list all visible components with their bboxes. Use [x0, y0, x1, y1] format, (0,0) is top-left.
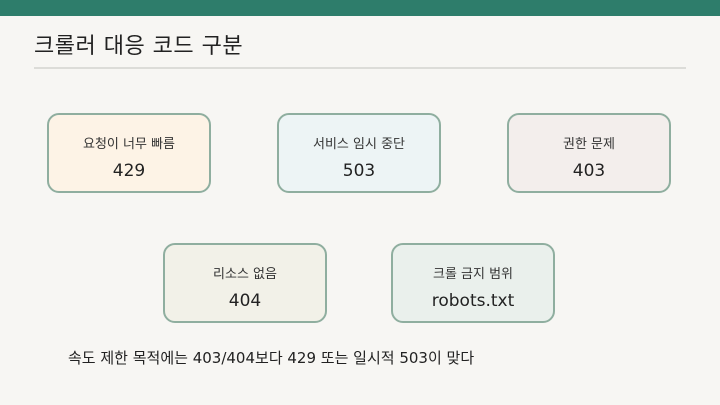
- slide-title: 크롤러 대응 코드 구분: [34, 34, 244, 59]
- card-value: 404: [228, 291, 262, 311]
- accent-bar: [0, 0, 720, 16]
- card-value: 429: [112, 161, 146, 181]
- card-label: 크롤 금지 범위: [432, 267, 514, 282]
- card-value: 503: [342, 161, 376, 181]
- card-label: 서비스 임시 중단: [313, 137, 405, 152]
- card-403: 권한 문제 403: [507, 113, 671, 193]
- title-divider: [34, 67, 686, 69]
- card-value: 403: [572, 161, 606, 181]
- card-429: 요청이 너무 빠름 429: [47, 113, 211, 193]
- card-label: 요청이 너무 빠름: [83, 137, 175, 152]
- card-label: 리소스 없음: [213, 267, 277, 282]
- card-value: robots.txt: [431, 291, 515, 311]
- footer-note: 속도 제한 목적에는 403/404보다 429 또는 일시적 503이 맞다: [68, 349, 475, 367]
- card-503: 서비스 임시 중단 503: [277, 113, 441, 193]
- card-label: 권한 문제: [563, 137, 615, 152]
- card-robots-txt: 크롤 금지 범위 robots.txt: [391, 243, 555, 323]
- card-404: 리소스 없음 404: [163, 243, 327, 323]
